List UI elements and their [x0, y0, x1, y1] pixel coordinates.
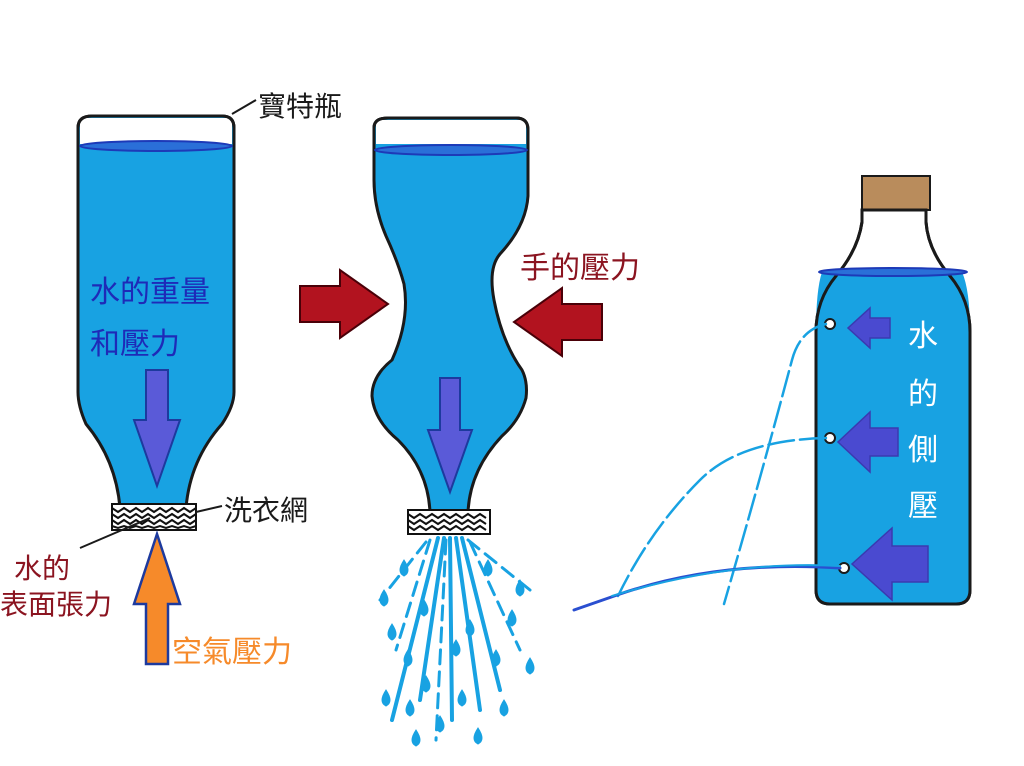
left-bottle — [76, 114, 236, 510]
left-mesh — [111, 503, 197, 531]
surface-leader-line — [79, 517, 151, 549]
air-pressure-arrow — [132, 529, 182, 666]
water-spray — [378, 536, 535, 747]
middle-bottle-body — [370, 116, 530, 514]
side-pressure-char-3: 側 — [908, 433, 938, 468]
side-arrow-small — [846, 306, 891, 350]
left-bottle-top-air — [80, 118, 232, 144]
middle-bottle — [370, 116, 530, 514]
right-bottle: 水 的 側 壓 — [814, 175, 972, 606]
stream-middle — [616, 436, 828, 598]
stream-top — [722, 322, 828, 606]
mesh-leader-line — [195, 505, 223, 513]
surface-tension-label-line2: 表面張力 — [0, 588, 112, 621]
bottle-label: 寶特瓶 — [258, 90, 342, 123]
right-bottle-cork — [861, 175, 931, 211]
water-weight-label-line1: 水的重量 — [90, 275, 210, 310]
hand-pressure-label: 手的壓力 — [520, 251, 640, 286]
side-pressure-char-2: 的 — [908, 377, 938, 412]
hand-pressure-arrow-right — [512, 286, 603, 358]
surface-tension-label-line1: 水的 — [14, 552, 70, 585]
water-weight-label-line2: 和壓力 — [90, 327, 180, 362]
hand-pressure-arrow-left — [299, 268, 390, 340]
bottle-leader-line — [231, 99, 257, 115]
middle-water-surface — [374, 144, 528, 156]
left-water-surface — [79, 140, 233, 152]
mesh-label: 洗衣網 — [224, 494, 308, 527]
side-arrow-medium — [836, 410, 899, 474]
side-pressure-char-1: 水 — [908, 319, 938, 354]
side-arrow-large — [850, 526, 929, 602]
middle-down-arrow — [426, 377, 474, 495]
air-pressure-label: 空氣壓力 — [172, 635, 292, 670]
side-pressure-char-4: 壓 — [908, 489, 938, 524]
middle-mesh — [407, 509, 491, 535]
right-water-surface — [818, 267, 968, 277]
water-streams — [572, 322, 842, 612]
left-down-arrow — [132, 369, 182, 490]
